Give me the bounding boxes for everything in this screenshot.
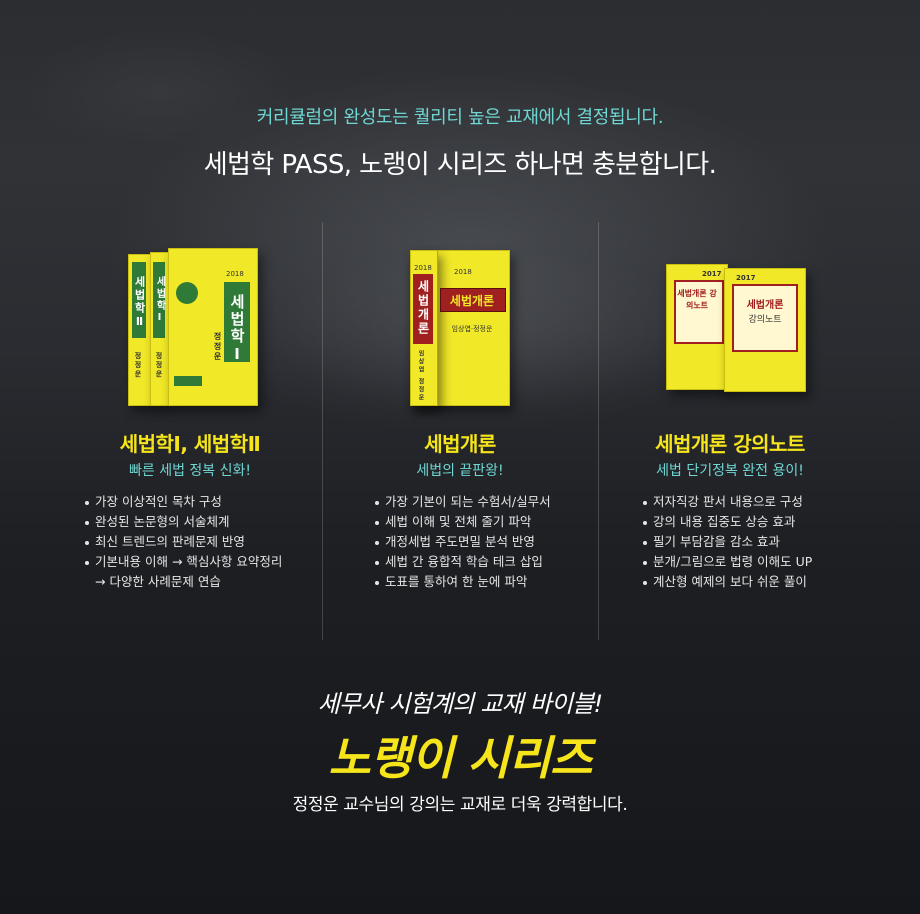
feature-item: 세법 이해 및 전체 줄기 파악 — [373, 512, 551, 532]
feature-list: 가장 이상적인 목차 구성 완성된 논문형의 서술체계 최신 트렌드의 판례문제… — [83, 492, 282, 592]
feature-item: 도표를 통하여 한 눈에 파악 — [373, 572, 551, 592]
footer-brand: 노랭이 시리즈 — [328, 731, 593, 785]
book-tagline: 세법의 끝판왕! — [416, 463, 504, 479]
feature-item: 기본내용 이해 → 핵심사항 요약정리 — [83, 552, 282, 572]
feature-list: 저자직강 판서 내용으로 구성 강의 내용 집중도 상승 효과 필기 부담감을 … — [641, 492, 812, 592]
feature-item: 필기 부담감을 감소 효과 — [641, 532, 812, 552]
feature-item: 최신 트렌드의 판례문제 반영 — [83, 532, 282, 552]
feature-item: 강의 내용 집중도 상승 효과 — [641, 512, 812, 532]
book-image-tax-law: 세법학Ⅱ 정정운 세법학Ⅰ 정정운 2018 세법학Ⅰ 정정운 — [128, 248, 258, 406]
column-divider-1 — [322, 222, 323, 640]
feature-item: 저자직강 판서 내용으로 구성 — [641, 492, 812, 512]
header-title: 세법학 PASS, 노랭이 시리즈 하나면 충분합니다. — [203, 150, 717, 180]
feature-item: 가장 기본이 되는 수험서/실무서 — [373, 492, 551, 512]
book-image-tax-intro: 2018 세법개론 임상엽 정정운 2018 세법개론 임상엽·정정운 — [410, 250, 510, 406]
feature-item: 가장 이상적인 목차 구성 — [83, 492, 282, 512]
book-image-lecture-notes: 2017 세법개론 강의노트 2017 세법개론 강의노트 — [666, 262, 806, 392]
book-title: 세법개론 강의노트 — [655, 432, 805, 456]
book-title: 세법학Ⅰ, 세법학Ⅱ — [119, 432, 261, 456]
feature-item: 분개/그림으로 법령 이해도 UP — [641, 552, 812, 572]
footer-description: 정정운 교수님의 강의는 교재로 더욱 강력합니다. — [292, 795, 628, 815]
book-tagline: 빠른 세법 정복 신화! — [128, 463, 251, 479]
feature-item-continuation: → 다양한 사례문제 연습 — [95, 574, 221, 589]
footer-slogan: 세무사 시험계의 교재 바이블! — [317, 690, 603, 718]
feature-list: 가장 기본이 되는 수험서/실무서 세법 이해 및 전체 줄기 파악 개정세법 … — [373, 492, 551, 592]
header-subtitle: 커리큘럼의 완성도는 퀄리티 높은 교재에서 결정됩니다. — [256, 107, 664, 128]
feature-item: 개정세법 주도면밀 분석 반영 — [373, 532, 551, 552]
feature-item: 완성된 논문형의 서술체계 — [83, 512, 282, 532]
feature-item: 세법 간 융합적 학습 테크 삽입 — [373, 552, 551, 572]
book-title: 세법개론 — [424, 432, 496, 456]
book-tagline: 세법 단기정복 완전 용이! — [656, 463, 804, 479]
feature-item: 계산형 예제의 보다 쉬운 풀이 — [641, 572, 812, 592]
column-divider-2 — [598, 222, 599, 640]
